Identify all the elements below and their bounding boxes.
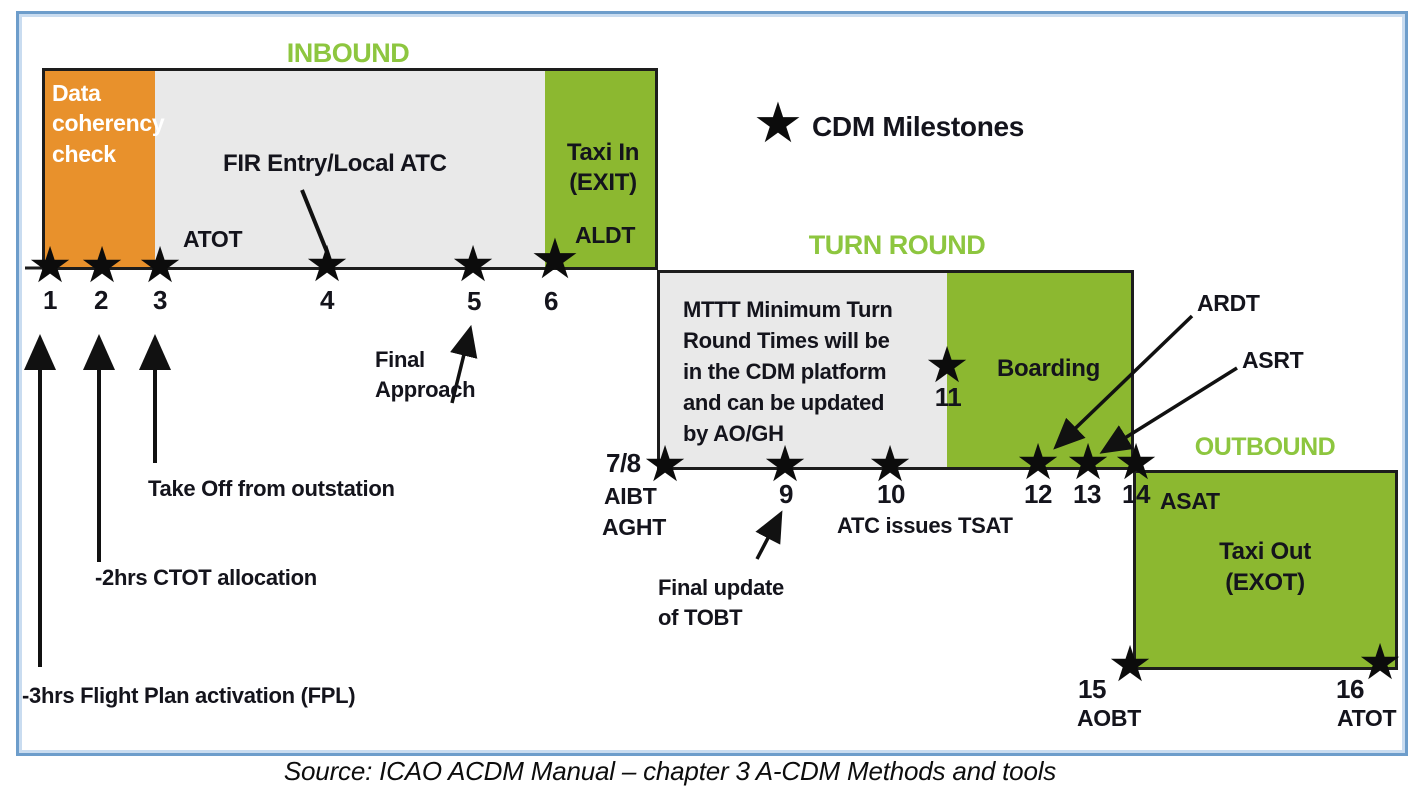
- outbound-phase-box: [1133, 470, 1398, 670]
- milestone-1-number: 1: [43, 285, 57, 315]
- milestone-6-number: 6: [544, 286, 558, 316]
- final-approach-label: Final Approach: [375, 347, 476, 402]
- milestone-3-number: 3: [153, 285, 167, 315]
- fpl-label: -3hrs Flight Plan activation (FPL): [22, 683, 356, 708]
- inbound-title: INBOUND: [286, 38, 410, 68]
- asrt-label: ASRT: [1242, 347, 1304, 373]
- milestone-10-number: 10: [877, 479, 905, 509]
- aght-label: AGHT: [602, 514, 666, 540]
- milestone-12-number: 12: [1024, 479, 1052, 509]
- data-coherency-segment: [45, 71, 155, 267]
- milestone-14-number: 14: [1122, 479, 1150, 509]
- fir-entry-label: FIR Entry/Local ATC: [223, 150, 447, 177]
- ardt-label: ARDT: [1197, 290, 1260, 316]
- boarding-label: Boarding: [997, 355, 1100, 382]
- milestone-15-number: 15: [1078, 674, 1106, 704]
- milestone-13-number: 13: [1073, 479, 1101, 509]
- atot-outbound-label: ATOT: [1337, 705, 1397, 731]
- data-coherency-label: Data coherency check: [52, 80, 165, 167]
- asat-label: ASAT: [1160, 488, 1220, 514]
- milestone-11-number: 11: [934, 382, 962, 412]
- atc-tsat-label: ATC issues TSAT: [837, 513, 1013, 538]
- aobt-label: AOBT: [1077, 705, 1141, 731]
- milestone-9-number: 9: [779, 479, 793, 509]
- taxi-in-label: Taxi In (EXIT): [566, 139, 640, 196]
- take-off-label: Take Off from outstation: [148, 476, 395, 501]
- final-update-label: Final update of TOBT: [658, 575, 784, 630]
- milestone-16-number: 16: [1336, 674, 1364, 704]
- milestone-5-number: 5: [467, 286, 481, 316]
- taxi-out-label: Taxi Out (EXOT): [1219, 538, 1311, 597]
- atot-inbound-label: ATOT: [183, 226, 243, 252]
- source-caption: Source: ICAO ACDM Manual – chapter 3 A-C…: [283, 756, 1057, 786]
- legend-label: CDM Milestones: [812, 111, 1025, 142]
- outbound-title: OUTBOUND: [1194, 433, 1336, 461]
- milestone-7-8-number: 7/8: [606, 448, 641, 478]
- milestone-2-number: 2: [94, 285, 108, 315]
- turn-round-title: TURN ROUND: [808, 230, 986, 260]
- mttt-note: MTTT Minimum Turn Round Times will be in…: [683, 297, 893, 446]
- ctot-label: -2hrs CTOT allocation: [95, 565, 317, 590]
- aldt-label: ALDT: [575, 222, 636, 248]
- milestone-4-number: 4: [320, 285, 334, 315]
